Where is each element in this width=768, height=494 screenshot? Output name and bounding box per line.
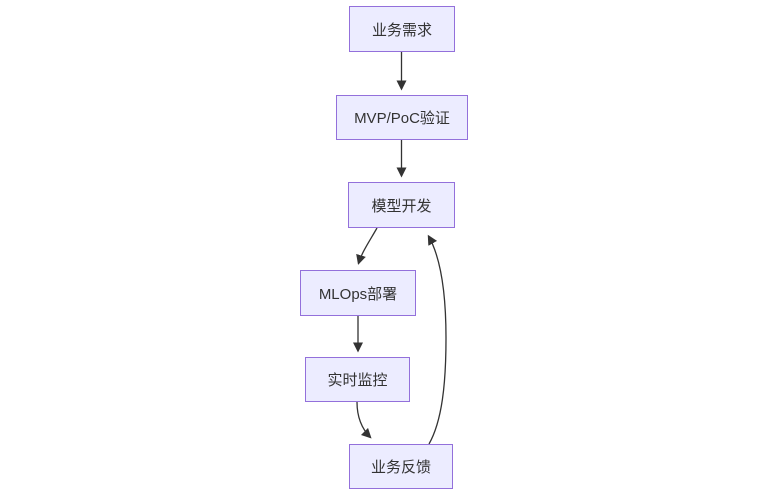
- node-label: 模型开发: [371, 197, 432, 215]
- edge-modeldev-to-mlops: [356, 227, 378, 265]
- node-model-development: 模型开发: [348, 182, 455, 228]
- node-label: 业务反馈: [370, 459, 431, 476]
- node-business-requirements: 业务需求: [349, 6, 455, 52]
- edge-monitor-to-feedback: [356, 401, 372, 439]
- node-realtime-monitoring: 实时监控: [305, 357, 410, 402]
- node-label: MLOps部署: [318, 285, 398, 303]
- edge-feedback-to-modeldev: [427, 234, 447, 445]
- node-business-feedback: 业务反馈: [349, 444, 453, 489]
- node-label: 业务需求: [371, 21, 432, 39]
- node-mlops-deployment: MLOps部署: [300, 270, 416, 316]
- node-label: MVP/PoC验证: [354, 110, 450, 127]
- node-label: 实时监控: [327, 372, 388, 389]
- node-mvp-poc-validation: MVP/PoC验证: [336, 95, 468, 140]
